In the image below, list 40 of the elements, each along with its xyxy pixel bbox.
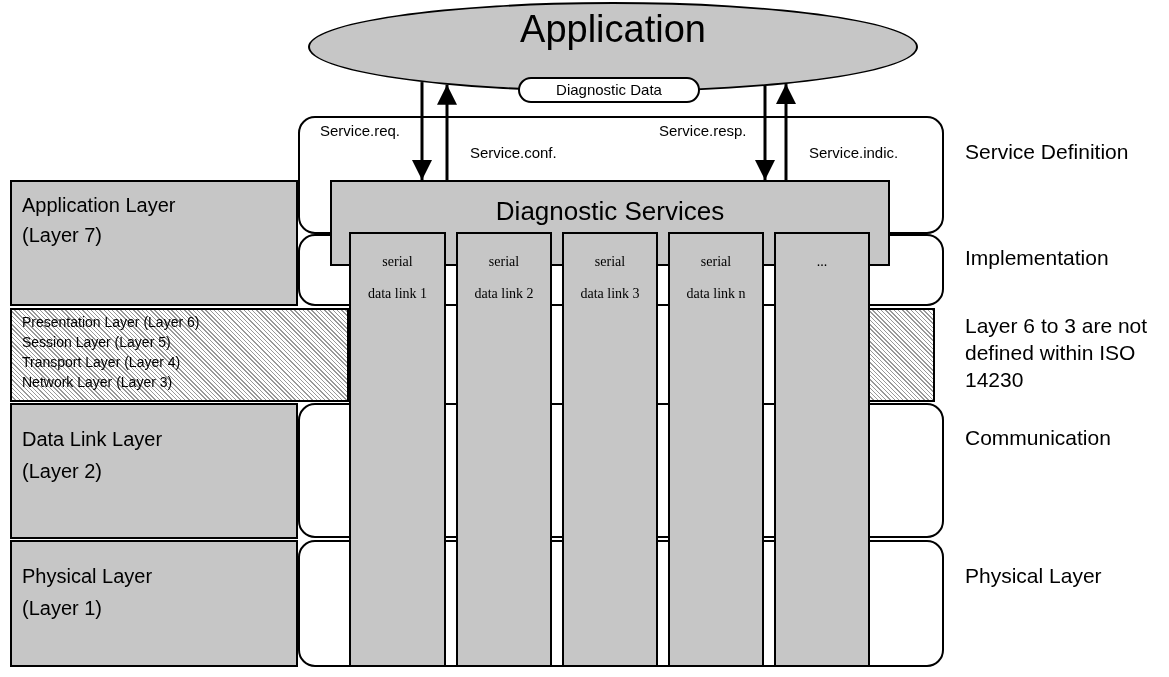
layer-label: Presentation Layer (Layer 6) (22, 314, 201, 330)
hatched-layer-band (10, 308, 349, 402)
layer-label: Transport Layer (Layer 4) (22, 354, 182, 370)
pill-shape (518, 77, 700, 103)
arrow (755, 86, 775, 180)
arrow (412, 82, 432, 180)
layer-label: Application Layer (Layer 7) (22, 193, 177, 248)
edge-label: Service.conf. (468, 144, 559, 161)
layer-box (10, 403, 298, 539)
layer-box (10, 180, 298, 306)
column-label: serial (381, 254, 414, 270)
arrow (776, 84, 796, 180)
side-label: Implementation (965, 245, 1110, 271)
side-label: Service Definition (965, 139, 1130, 165)
layer-label: Physical Layer (Layer 1) (22, 564, 154, 621)
layer-box (10, 540, 298, 667)
column-label: data link 1 (366, 286, 429, 302)
side-label: Layer 6 to 3 are not defined within ISO 14230 (965, 313, 1149, 393)
data-link-column (562, 232, 658, 667)
arrow (437, 84, 457, 180)
side-label: Physical Layer (965, 563, 1103, 589)
data-link-column (774, 232, 870, 667)
column-label: serial (487, 254, 521, 270)
title-text: Diagnostic Services (494, 196, 726, 227)
side-label: Communication (965, 425, 1112, 451)
column-label: ... (815, 254, 829, 270)
column-label: data link n (685, 286, 747, 302)
data-link-column (456, 232, 552, 667)
layer-label: Diagnostic Data (555, 81, 663, 98)
layer-label: Network Layer (Layer 3) (22, 374, 174, 390)
data-link-column (668, 232, 764, 667)
edge-label: Service.resp. (657, 122, 749, 139)
column-label: serial (699, 254, 733, 270)
title-text: Application (519, 8, 707, 51)
data-link-column (349, 232, 446, 667)
column-label: serial (593, 254, 627, 270)
layer-label: Session Layer (Layer 5) (22, 334, 172, 350)
layer-label: Data Link Layer (Layer 2) (22, 427, 164, 484)
column-label: data link 3 (579, 286, 641, 302)
column-label: data link 2 (473, 286, 535, 302)
